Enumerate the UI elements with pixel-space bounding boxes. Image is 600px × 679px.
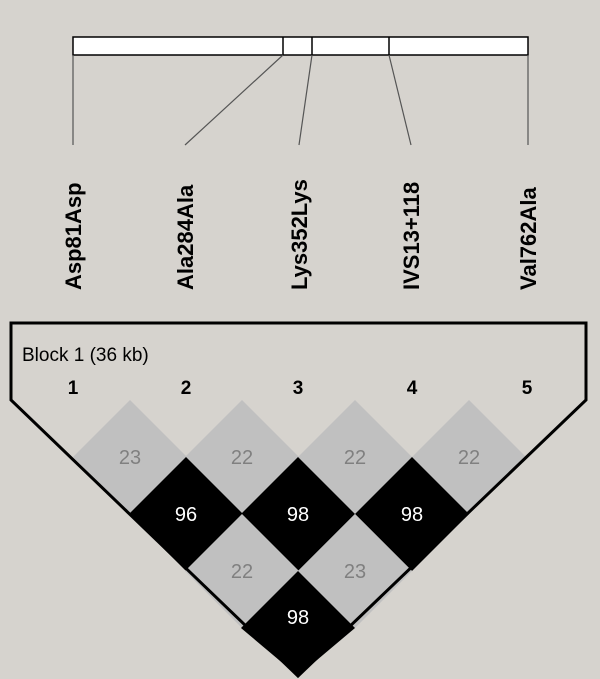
snp-connector xyxy=(388,54,412,146)
ld-value-3-5: 98 xyxy=(401,504,423,526)
snp-labels: Asp81Asp Ala284Ala Lys352Lys IVS13+118 V… xyxy=(61,179,541,290)
marker-number-4: 4 xyxy=(407,378,418,399)
block-title: Block 1 (36 kb) xyxy=(22,345,149,366)
ld-value-1-4: 22 xyxy=(231,561,253,583)
snp-label-3: Lys352Lys xyxy=(287,179,312,290)
snp-label-5: Val762Ala xyxy=(516,186,541,290)
ld-value-3-4: 22 xyxy=(344,447,366,469)
marker-numbers: 1 2 3 4 5 xyxy=(68,378,533,399)
gene-map xyxy=(72,36,529,56)
marker-number-1: 1 xyxy=(68,378,79,399)
marker-number-5: 5 xyxy=(522,378,533,399)
ld-value-1-3: 96 xyxy=(175,504,197,526)
snp-label-2: Ala284Ala xyxy=(173,184,198,290)
snp-label-4: IVS13+118 xyxy=(399,182,424,290)
block-outline xyxy=(9,321,588,679)
marker-number-2: 2 xyxy=(181,378,192,399)
ld-value-1-2: 23 xyxy=(119,447,141,469)
ld-matrix xyxy=(73,400,526,676)
ld-value-2-4: 98 xyxy=(287,504,309,526)
snp-connector xyxy=(298,54,313,146)
ld-value-2-3: 22 xyxy=(231,447,253,469)
snp-label-1: Asp81Asp xyxy=(61,182,86,290)
ld-value-1-5: 98 xyxy=(287,607,309,629)
ld-value-4-5: 22 xyxy=(458,447,480,469)
ld-values: 23 22 22 22 96 98 98 22 23 98 xyxy=(119,447,480,629)
marker-number-3: 3 xyxy=(293,378,304,399)
snp-connectors xyxy=(72,54,529,146)
ld-value-2-5: 23 xyxy=(344,561,366,583)
gene-bar xyxy=(72,36,529,56)
snp-connector xyxy=(184,54,284,146)
